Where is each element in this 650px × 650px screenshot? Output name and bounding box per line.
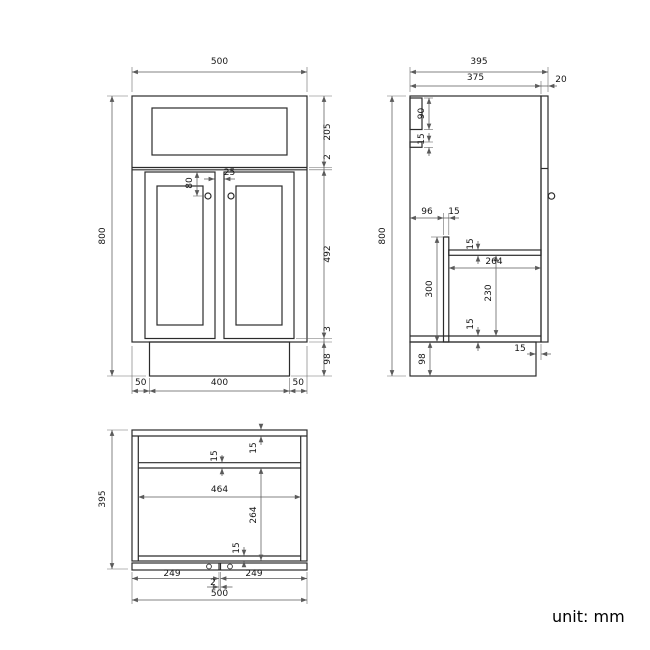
side-view: 395 375 20 800 90 15 96 15 300 15 264 23… [378,57,567,377]
plan-carcass [131,429,308,562]
front-view: 500 800 205 2 492 3 98 50 400 50 80 25 [98,57,333,394]
dim-plinth-recess: 15 [514,344,525,354]
dim-front-overall-height: 800 [98,227,108,244]
left-door-knob-icon [204,192,212,200]
dim-support-thickness: 15 [448,207,459,217]
side-view-extension-lines [387,67,549,377]
dim-door-height: 492 [323,245,333,262]
dim-interior-width: 464 [211,485,228,495]
dim-door-gap: 25 [224,168,235,178]
dim-drawer-door-gap: 2 [323,154,333,160]
dim-left-door-width: 249 [163,569,180,579]
dim-door-thickness: 20 [555,75,567,85]
dim-handle-drop: 80 [185,177,195,189]
dim-back-rail-thickness: 15 [417,133,427,144]
plan-view-outline [131,429,308,571]
dim-plan-overall-width: 500 [211,589,228,599]
plan-view-dimension-lines [109,423,307,603]
plinth [148,341,291,377]
dim-back-rail-depth: 15 [210,450,220,461]
support-divider [442,236,450,343]
plan-view: 395 15 15 464 264 15 249 2 249 500 [98,423,308,604]
cabinet-body [131,95,308,343]
plan-view-extension-lines [107,429,308,604]
dim-carcass-depth: 375 [467,73,484,83]
dim-plinth-width: 400 [211,378,228,388]
plan-left-knob-icon [206,563,212,570]
dim-back-panel-thickness: 15 [249,442,259,453]
shelf [448,249,542,256]
right-door [223,171,295,340]
left-door-panel [156,185,204,326]
dim-plan-overall-depth: 395 [98,490,108,507]
dim-support-offset: 96 [421,207,433,217]
front-view-dimension-lines [109,69,327,394]
dim-right-door-width: 249 [245,569,262,579]
back-rail-lower [409,141,423,148]
dim-front-plinth-height: 98 [323,353,333,365]
side-carcass [409,95,542,343]
dim-shelf-to-bottom: 230 [484,284,494,301]
right-door-knob-icon [227,192,235,200]
drawer-front-panel [151,107,288,156]
unit-label: unit: mm [552,607,625,626]
plan-right-knob-icon [227,563,233,570]
back-rail [409,97,423,131]
dim-interior-depth: 264 [249,506,259,523]
front-view-extension-lines [107,67,332,394]
dim-centre-gap: 2 [210,578,216,588]
dim-front-overall-width: 500 [211,57,228,67]
side-door-knob-icon [547,192,556,200]
dim-bottom-panel-thickness: 15 [466,318,476,329]
dim-plinth-inset-left: 50 [135,378,147,388]
dim-side-overall-depth: 395 [470,57,487,67]
side-view-outline [409,95,556,377]
dim-side-overall-height: 800 [378,227,388,244]
dim-support-height: 300 [425,280,435,297]
right-door-panel [235,185,283,326]
front-view-outline [131,95,308,377]
dim-shelf-thickness: 15 [466,238,476,249]
dim-door-bottom-gap: 3 [323,326,333,332]
dim-drawer-front-height: 205 [323,123,333,140]
dim-back-rail-height: 90 [417,108,427,120]
side-door-edge [540,95,549,343]
side-view-dimension-lines [389,69,557,376]
dim-side-plinth-height: 98 [418,353,428,365]
dim-front-rail-depth: 15 [232,542,242,553]
left-door [144,171,216,340]
dim-shelf-depth: 264 [485,257,502,267]
dim-plinth-inset-right: 50 [293,378,305,388]
side-plinth [409,341,537,377]
